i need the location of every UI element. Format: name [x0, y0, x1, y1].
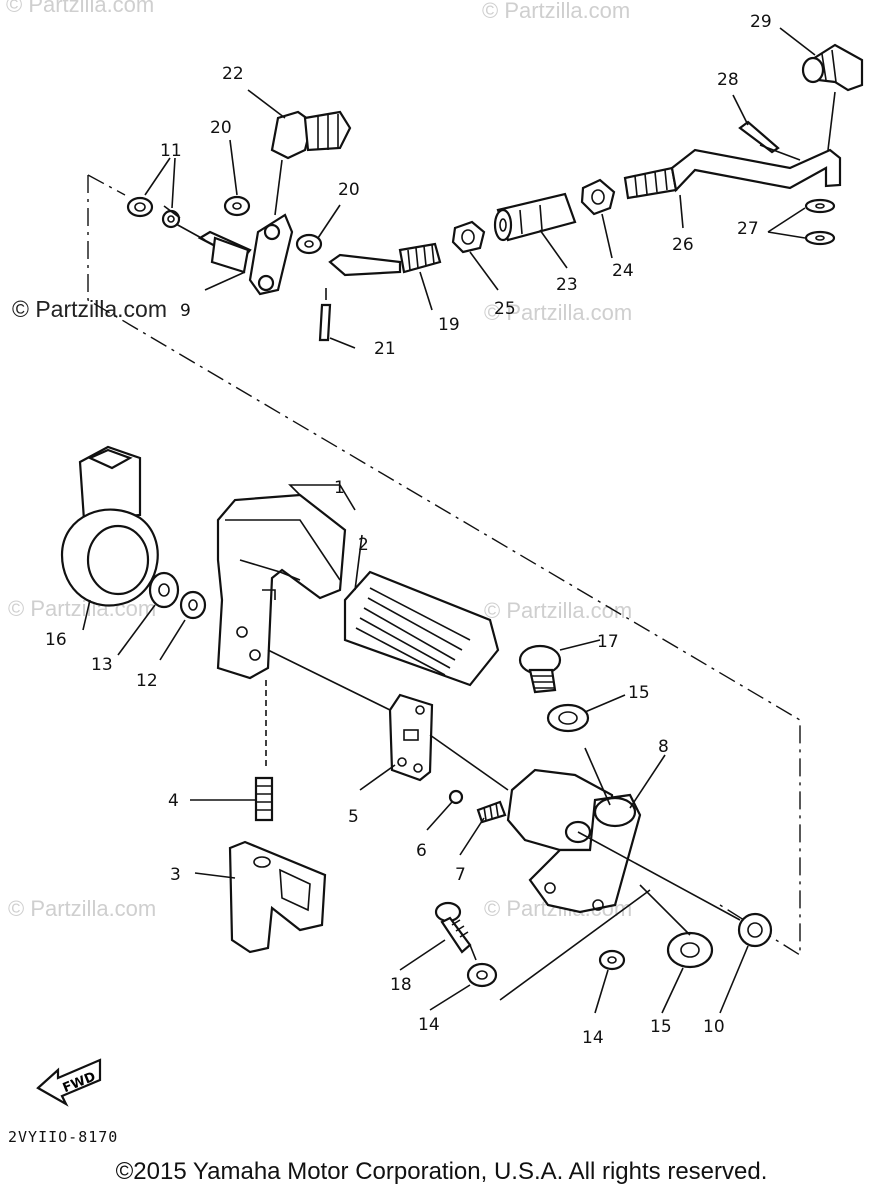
callout-4: 4 — [168, 791, 179, 811]
part-16-grommet-tube — [60, 445, 159, 607]
part-14-washer — [598, 949, 626, 971]
callout-25: 25 — [494, 299, 516, 319]
part-13-bushing — [148, 571, 180, 609]
watermark: © Partzilla.com — [482, 0, 631, 23]
callout-23: 23 — [556, 275, 578, 295]
callout-20b: 20 — [338, 180, 360, 200]
part-27-washer — [804, 198, 836, 214]
callout-26: 26 — [672, 235, 694, 255]
callout-15a: 15 — [628, 683, 650, 703]
callout-18: 18 — [390, 975, 412, 995]
callout-9: 9 — [180, 301, 191, 321]
callout-20a: 20 — [210, 118, 232, 138]
fwd-arrow-icon: FWD — [36, 1058, 102, 1107]
callout-13: 13 — [91, 655, 113, 675]
callout-15b: 15 — [650, 1017, 672, 1037]
callout-11: 11 — [160, 141, 182, 161]
part-2-handle-grip — [343, 570, 500, 687]
callout-1: 1 — [334, 478, 345, 498]
part-24-nut — [580, 178, 616, 216]
copyright-notice: ©2015 Yamaha Motor Corporation, U.S.A. A… — [115, 1158, 768, 1185]
callout-14a: 14 — [418, 1015, 440, 1035]
part-12-washer — [179, 590, 207, 620]
callouts: 1 2 3 4 5 6 7 8 9 10 11 12 13 14 14 15 1… — [45, 12, 772, 1048]
watermark: © Partzilla.com — [484, 598, 633, 623]
callout-24: 24 — [612, 261, 634, 281]
part-4-spring — [254, 776, 274, 822]
part-19-rod — [328, 242, 442, 277]
callout-28: 28 — [717, 70, 739, 90]
part-21-cotter-pin — [318, 303, 332, 342]
part-25-nut — [451, 220, 486, 254]
watermark: © Partzilla.com — [12, 296, 167, 322]
callout-17: 17 — [597, 632, 619, 652]
callout-8: 8 — [658, 737, 669, 757]
part-8-shift-housing — [506, 768, 642, 914]
diagram-code: 2VYIIO-8170 — [8, 1128, 119, 1146]
callout-6: 6 — [416, 841, 427, 861]
assembly-boundary — [87, 175, 801, 957]
part-15-washer — [666, 931, 714, 969]
part-17-bolt — [518, 644, 562, 694]
part-20-washer — [223, 195, 251, 217]
part-3-slider — [228, 840, 327, 954]
callout-22: 22 — [222, 64, 244, 84]
assembly-boundary — [87, 174, 126, 196]
callout-29: 29 — [750, 12, 772, 32]
part-5-plate — [388, 693, 434, 782]
callout-21: 21 — [374, 339, 396, 359]
callout-5: 5 — [348, 807, 359, 827]
part-23-joint-sleeve — [493, 192, 577, 242]
part-28-cotter-pin — [738, 120, 780, 154]
watermark: © Partzilla.com — [8, 896, 157, 921]
callout-2: 2 — [358, 535, 369, 555]
watermark: © Partzilla.com — [484, 300, 633, 325]
callout-12: 12 — [136, 671, 158, 691]
part-1-remote-control-box — [216, 493, 347, 680]
part-11-washer — [126, 196, 154, 218]
part-22-swivel — [270, 110, 352, 160]
part-27-washer — [804, 230, 836, 246]
callout-10: 10 — [703, 1017, 725, 1037]
callout-16: 16 — [45, 630, 67, 650]
callout-27: 27 — [737, 219, 759, 239]
part-26-rod — [623, 148, 842, 200]
leader-lines — [82, 27, 816, 1014]
part-6-ball — [448, 789, 464, 805]
part-15-washer — [546, 703, 590, 733]
part-18-bolt — [434, 901, 472, 954]
watermark: © Partzilla.com — [6, 0, 155, 17]
callout-19: 19 — [438, 315, 460, 335]
part-9-shift-lever — [197, 213, 294, 296]
callout-3: 3 — [170, 865, 181, 885]
callout-14b: 14 — [582, 1028, 604, 1048]
part-10-washer — [737, 912, 773, 948]
part-29-elbow — [801, 43, 864, 92]
callout-7: 7 — [455, 865, 466, 885]
part-20-washer — [295, 233, 323, 255]
part-7-spring — [476, 800, 507, 824]
part-14-washer — [466, 962, 498, 988]
